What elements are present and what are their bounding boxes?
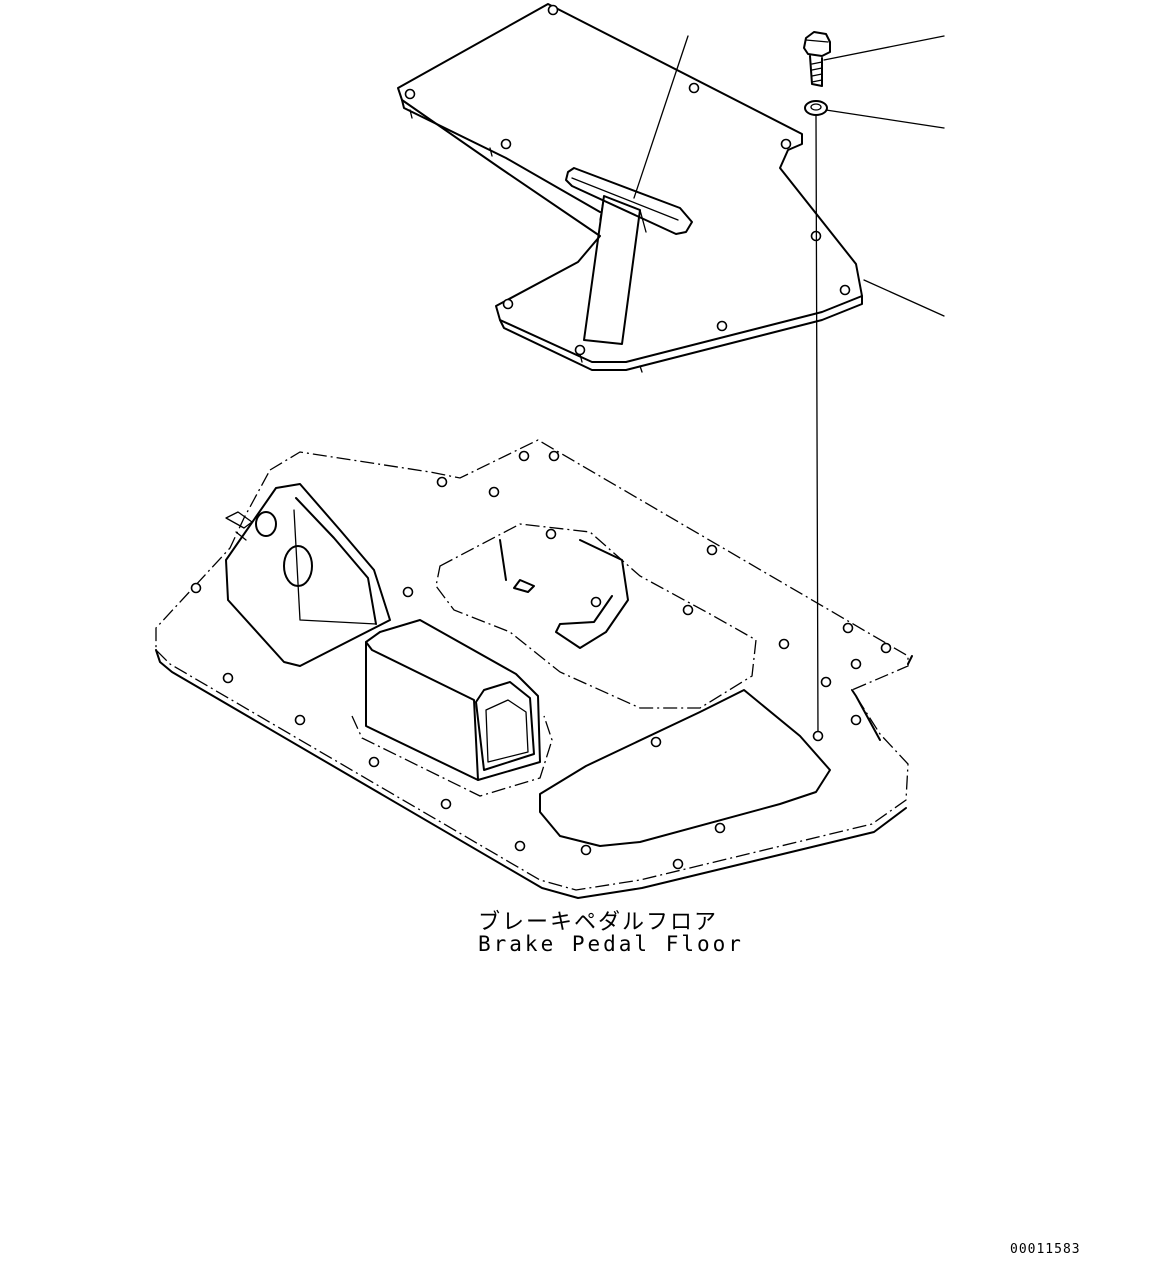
assembly-line xyxy=(815,115,819,737)
washer-icon xyxy=(804,100,828,116)
drawing-number: 00011583 xyxy=(1010,1242,1081,1257)
part-name-japanese: ブレーキペダルフロア xyxy=(478,910,719,935)
floor-plate-icon xyxy=(155,439,913,899)
cover-plate-icon xyxy=(397,3,863,373)
leader-lines xyxy=(633,35,945,317)
part-name-english: Brake Pedal Floor xyxy=(478,932,744,956)
bolt-icon xyxy=(803,31,831,87)
